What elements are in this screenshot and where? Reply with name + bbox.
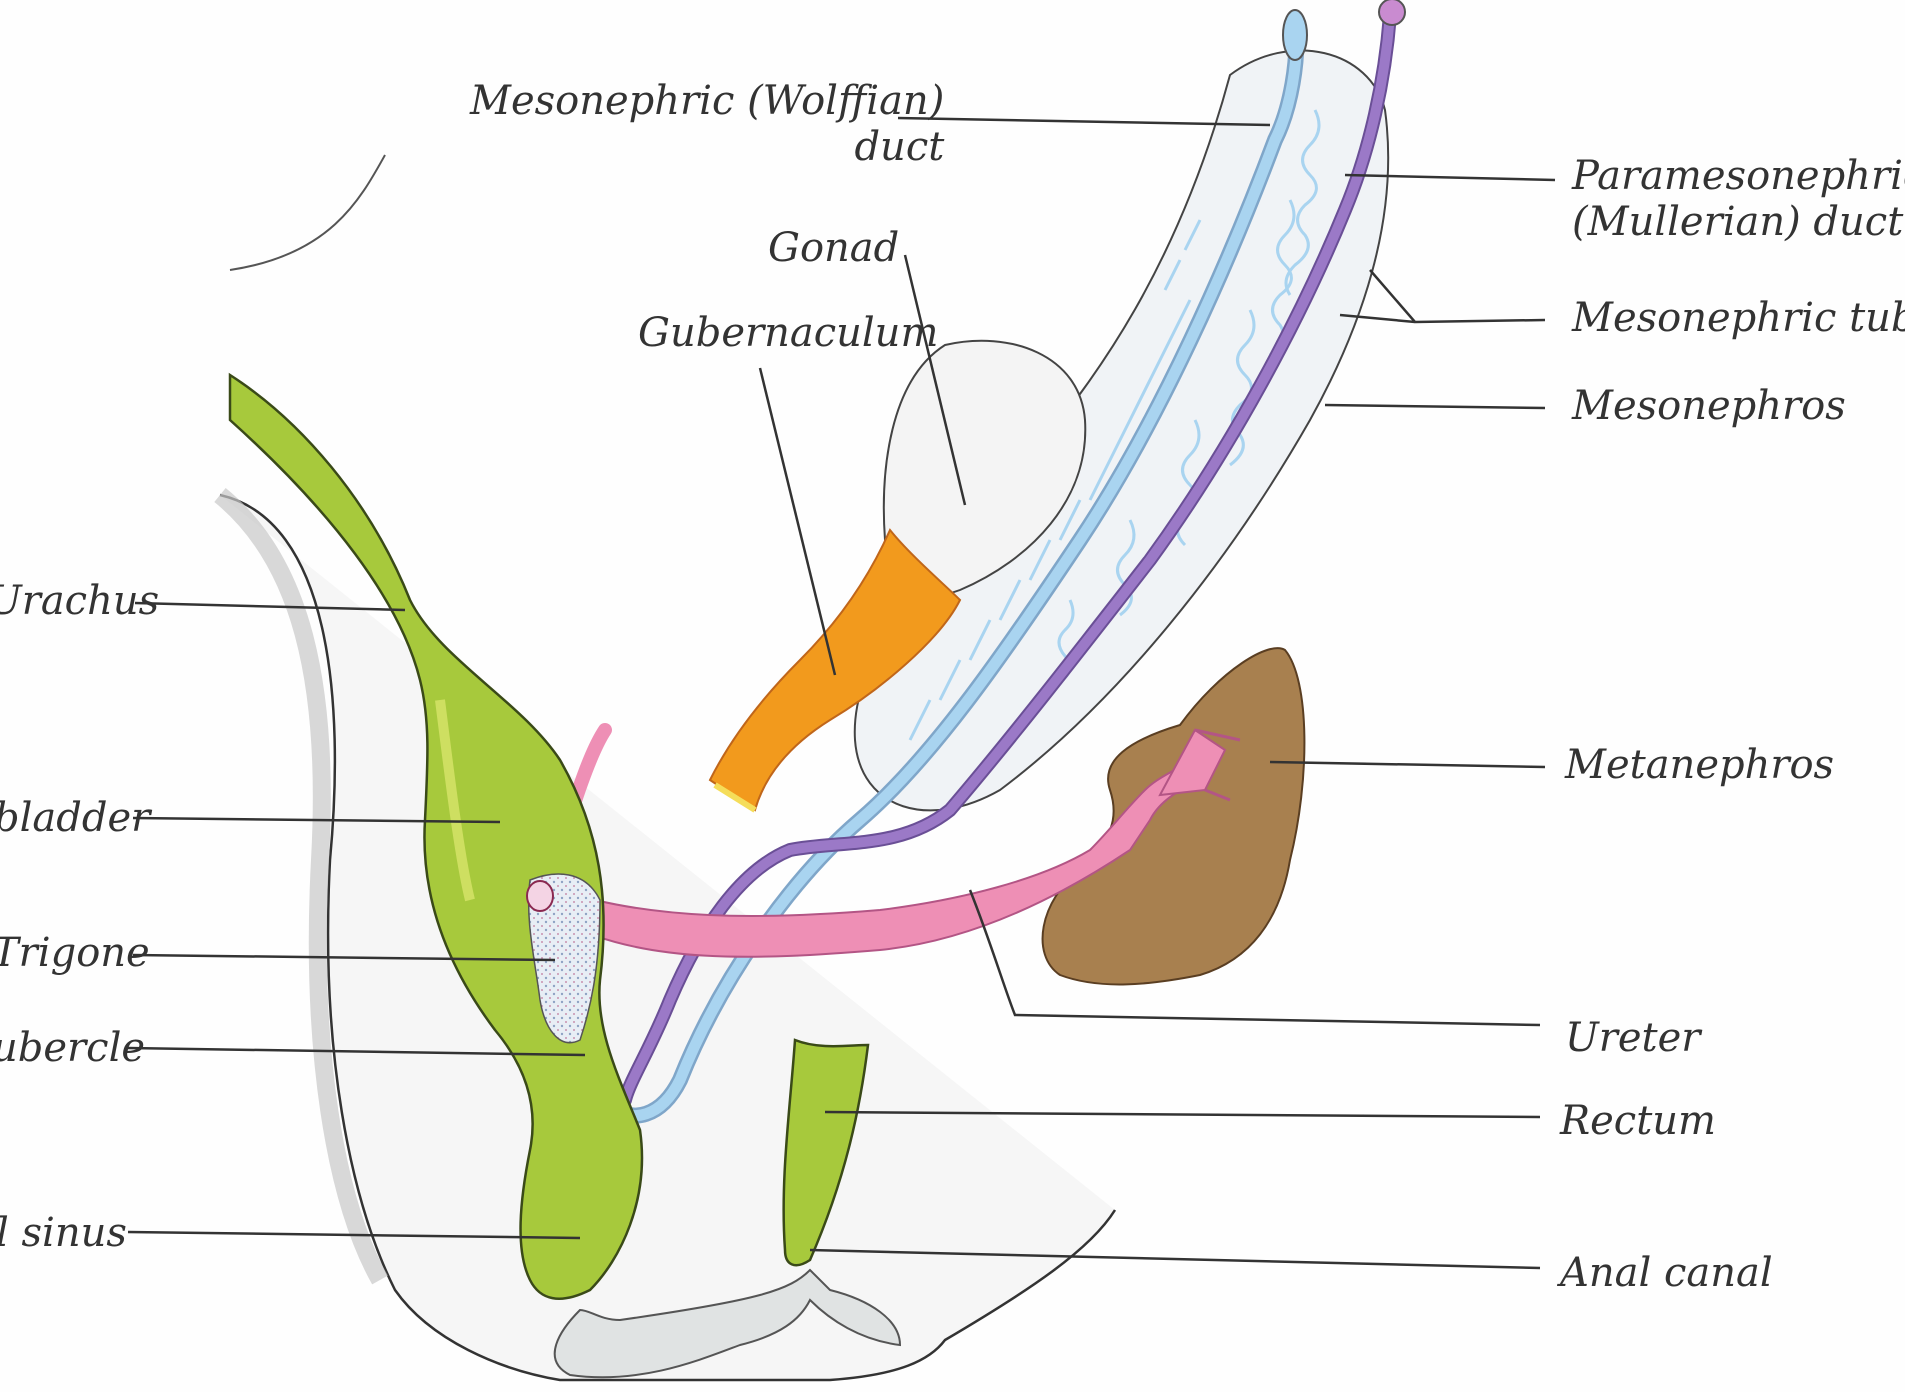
rectum-label: Rectum [1560,1098,1716,1144]
tubercle-label: ubercle [0,1025,145,1071]
mesonephric-duct-label: Mesonephric (Wolffian) duct [470,78,944,170]
metanephros-label: Metanephros [1565,742,1834,788]
mesonephros-label: Mesonephros [1572,383,1846,429]
sinus-label: l sinus [0,1210,127,1256]
mesonephric-duct-label-line1: Mesonephric (Wolffian) [470,78,944,124]
mesonephric-duct-label-line2: duct [470,124,944,170]
sketch-arc [230,155,385,270]
anal-canal-label: Anal canal [1560,1250,1773,1296]
gubernaculum-label: Gubernaculum [638,310,938,356]
paramesonephric-duct-label: Paramesonephric (Mullerian) duct [1572,153,1905,245]
urachus-label: Urachus [0,578,159,624]
trigone-label: Trigone [0,930,150,976]
gonad-label: Gonad [768,225,899,271]
bladder-label: bladder [0,795,150,841]
ureter-label: Ureter [1565,1015,1700,1061]
paramesonephric-duct-label-line1: Paramesonephric [1572,153,1905,199]
mesonephric-tubules-label: Mesonephric tubules [1572,295,1905,341]
paramesonephric-duct-label-line2: (Mullerian) duct [1572,199,1905,245]
